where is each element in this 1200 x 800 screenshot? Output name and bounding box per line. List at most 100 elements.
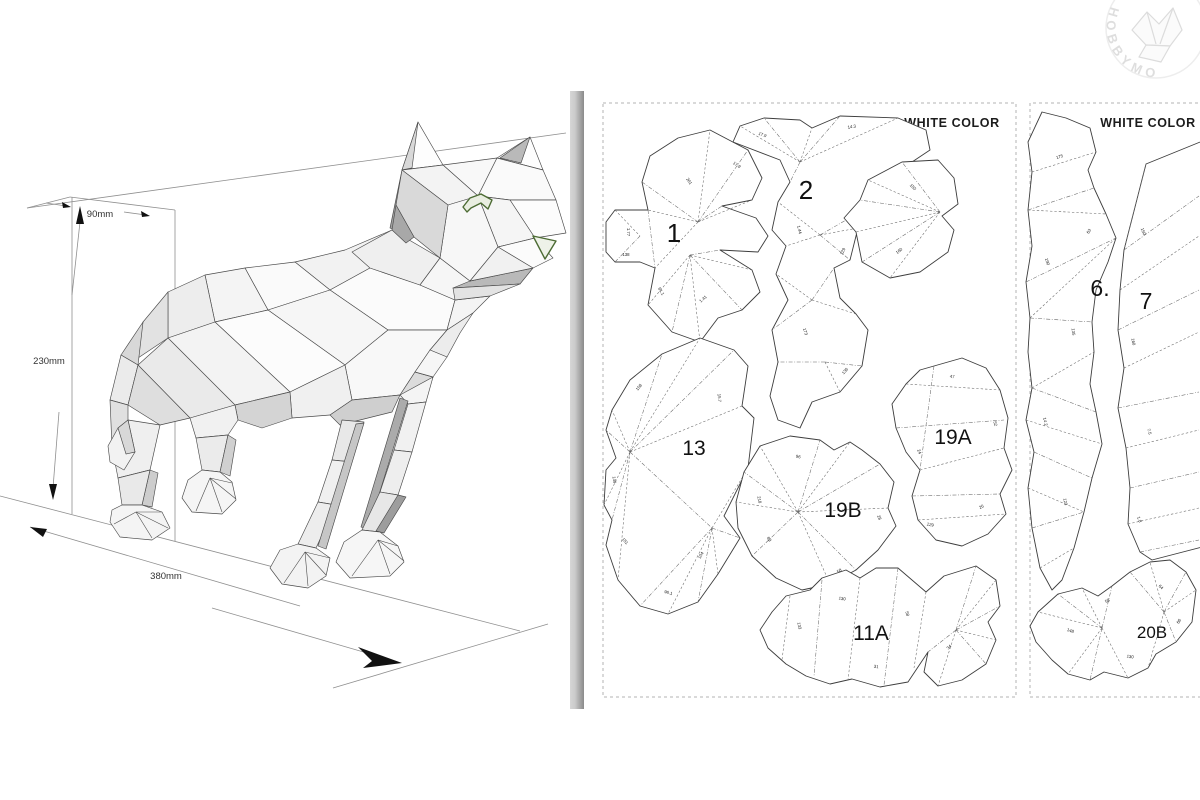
fold-line [603, 451, 631, 506]
cat-toe-line [377, 539, 399, 547]
fold-line [689, 249, 721, 256]
edge-number: 47 [949, 374, 955, 380]
dimension-height-label: 230mm [33, 356, 65, 367]
fold-line [797, 507, 889, 513]
fold-line [1029, 237, 1117, 319]
edge-number: 133 [796, 622, 802, 631]
edge-number: 160 [1130, 338, 1136, 347]
edge-number: 130 [838, 596, 846, 602]
model-preview-panel: 90mm 230mm 380mm [0, 121, 567, 689]
fold-line [1163, 611, 1177, 643]
fold-line [1127, 507, 1200, 525]
fold-line [1089, 627, 1103, 681]
pattern-piece-outline [1025, 111, 1117, 591]
fold-line [1057, 593, 1103, 629]
fold-line [1031, 511, 1085, 529]
pattern-page-1: WHITE COLOR 2011.771381.4117.961.117.914… [602, 102, 1017, 698]
cat-toe-line [304, 551, 331, 559]
fold-line [1123, 195, 1200, 251]
cat-facet [391, 204, 415, 244]
edge-number: 150 [909, 183, 918, 192]
fold-line [861, 211, 941, 263]
edge-number: 173 [802, 327, 809, 336]
fold-line [937, 629, 957, 687]
cat-toe-line [113, 511, 137, 525]
edge-number: 130 [1126, 654, 1134, 660]
edge-number: 7.5 [1146, 428, 1153, 436]
cat-facet [189, 404, 239, 439]
fold-line [1139, 539, 1200, 553]
fold-line [629, 353, 663, 453]
fold-line [617, 451, 631, 581]
piece-label-19A: 19A [934, 426, 971, 449]
fold-line [689, 254, 743, 311]
cat-facet [117, 419, 136, 455]
edge-number: 201 [685, 177, 694, 186]
fold-line [1039, 547, 1075, 569]
fold-line [775, 273, 813, 301]
edge-number: 31 [873, 664, 879, 670]
edge-number: 158 [635, 382, 644, 391]
dimension-arrows [30, 202, 402, 668]
fold-line [855, 211, 941, 233]
edge-number: 15.7 [717, 393, 723, 402]
page-1-pieces: 2011.771381.4117.961.117.914.31.44129173… [603, 115, 1013, 688]
fold-line [743, 471, 799, 513]
cat-toe-line [304, 551, 327, 576]
fold-line [789, 161, 801, 183]
cat-facet [317, 422, 365, 550]
edge-number: 96 [795, 454, 801, 460]
cat-facet [469, 246, 534, 282]
edge-number: 28 [876, 514, 883, 521]
edge-number: 58 [1104, 597, 1111, 604]
fold-line [1027, 187, 1095, 211]
edge-number: 64 [1158, 583, 1165, 590]
fold-line [1163, 589, 1197, 613]
fold-line [711, 527, 719, 575]
cat-facet [429, 312, 474, 358]
fold-line [751, 511, 799, 557]
fold-line [1031, 387, 1097, 413]
cat-facet [351, 229, 441, 286]
fold-line [1067, 627, 1103, 675]
fold-line [629, 337, 701, 453]
piece-label-1: 1 [667, 218, 681, 248]
fold-line [689, 254, 753, 271]
cat-toe-line [304, 551, 309, 587]
edge-number: 1.8 [1136, 516, 1143, 524]
cat-toe-line [377, 539, 391, 575]
fold-line [647, 254, 691, 306]
fold-line [1031, 151, 1097, 173]
fold-line [1129, 571, 1165, 613]
fold-line [763, 117, 801, 163]
edge-number: 1.77 [626, 228, 631, 237]
fold-line [641, 181, 699, 223]
fold-line [697, 129, 711, 223]
edge-number: 17.9 [758, 131, 768, 139]
edge-number: 34 [945, 643, 952, 650]
fold-line [667, 527, 713, 615]
cat-toe-line [209, 477, 237, 500]
fold-line [883, 567, 899, 686]
cat-toe-line [351, 539, 379, 577]
fold-line [1117, 289, 1200, 331]
edge-number: 66 [1175, 617, 1182, 624]
edge-number: 151 [621, 537, 630, 546]
edge-number: 104 [697, 550, 705, 559]
fold-line [917, 513, 1007, 521]
edge-number: 123 [1062, 498, 1068, 507]
fold-line [799, 115, 841, 163]
fold-line [1123, 163, 1147, 251]
fold-line [697, 149, 749, 223]
fold-line [781, 595, 791, 661]
piece-label-13: 13 [682, 437, 705, 460]
cat-facet [269, 543, 331, 589]
fold-line [824, 361, 863, 367]
fold-line [1147, 611, 1165, 669]
